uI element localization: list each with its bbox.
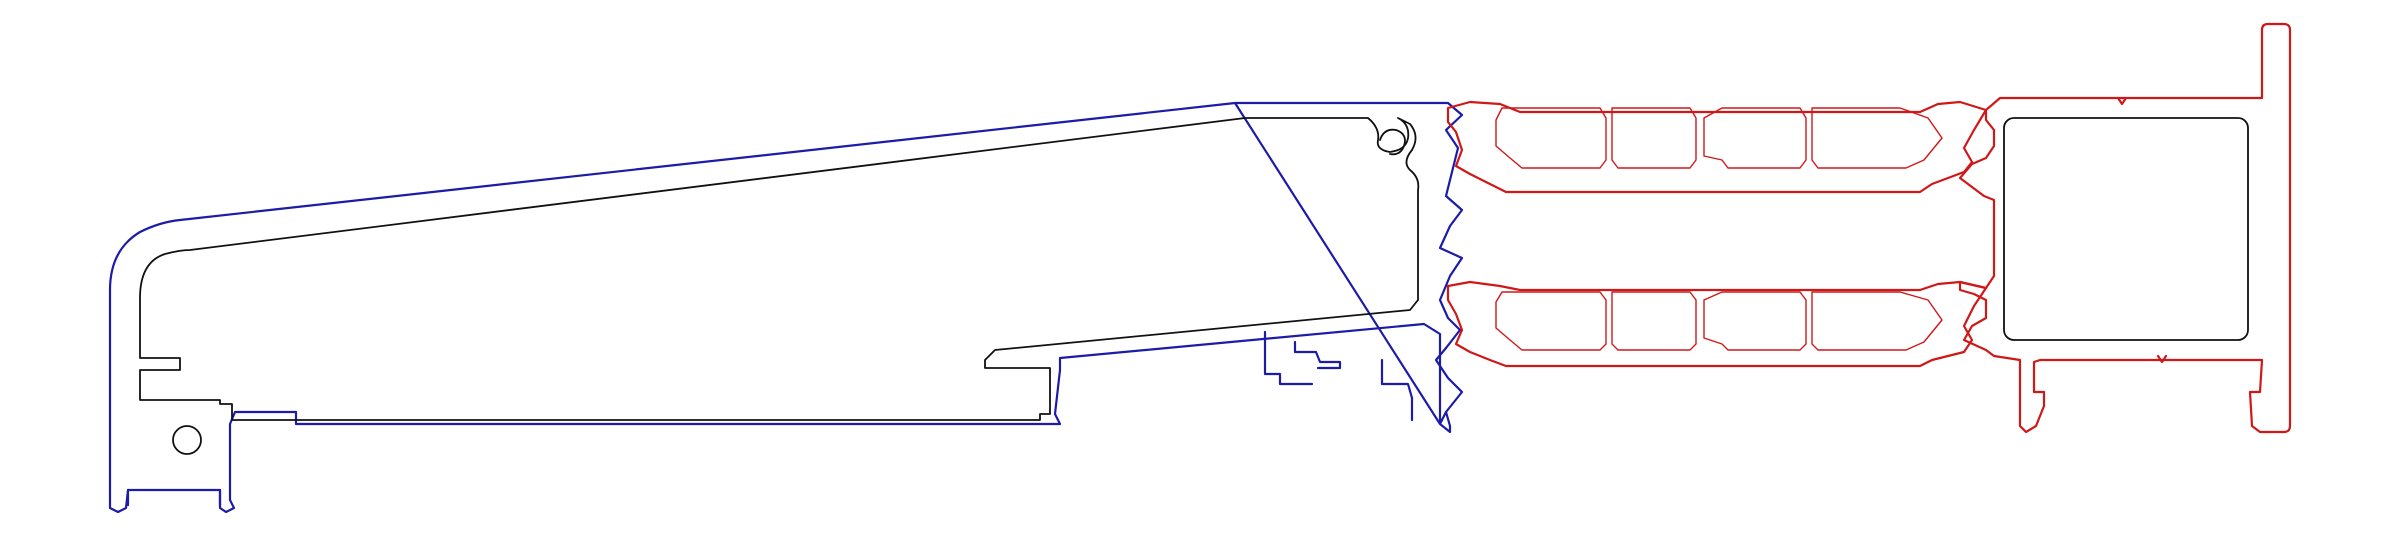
frame-outer-contour: [1958, 22, 2292, 434]
sill-leg-2: [1293, 340, 1342, 370]
upper-strip-outer: [1446, 100, 1988, 194]
frame-chamber: [2003, 117, 2249, 341]
sill-leg-1: [1263, 330, 1314, 386]
thermal-break-strips: [1446, 100, 1988, 368]
sill-screw-port-right: [1379, 128, 1406, 156]
sill-profile: [108, 101, 1464, 514]
sill-foot-left: [126, 488, 222, 507]
upper-strip-chambers: [1495, 107, 1943, 169]
frame-notches: [2116, 96, 2168, 364]
lower-strip-outer: [1446, 280, 1988, 368]
sill-screw-port-left: [172, 425, 202, 455]
frame-profile: [1958, 22, 2292, 434]
sill-leg-3: [1380, 358, 1414, 422]
sill-outer-contour: [108, 101, 1464, 514]
lower-strip-chambers: [1495, 291, 1943, 351]
sill-inner-contour: [139, 117, 1420, 421]
